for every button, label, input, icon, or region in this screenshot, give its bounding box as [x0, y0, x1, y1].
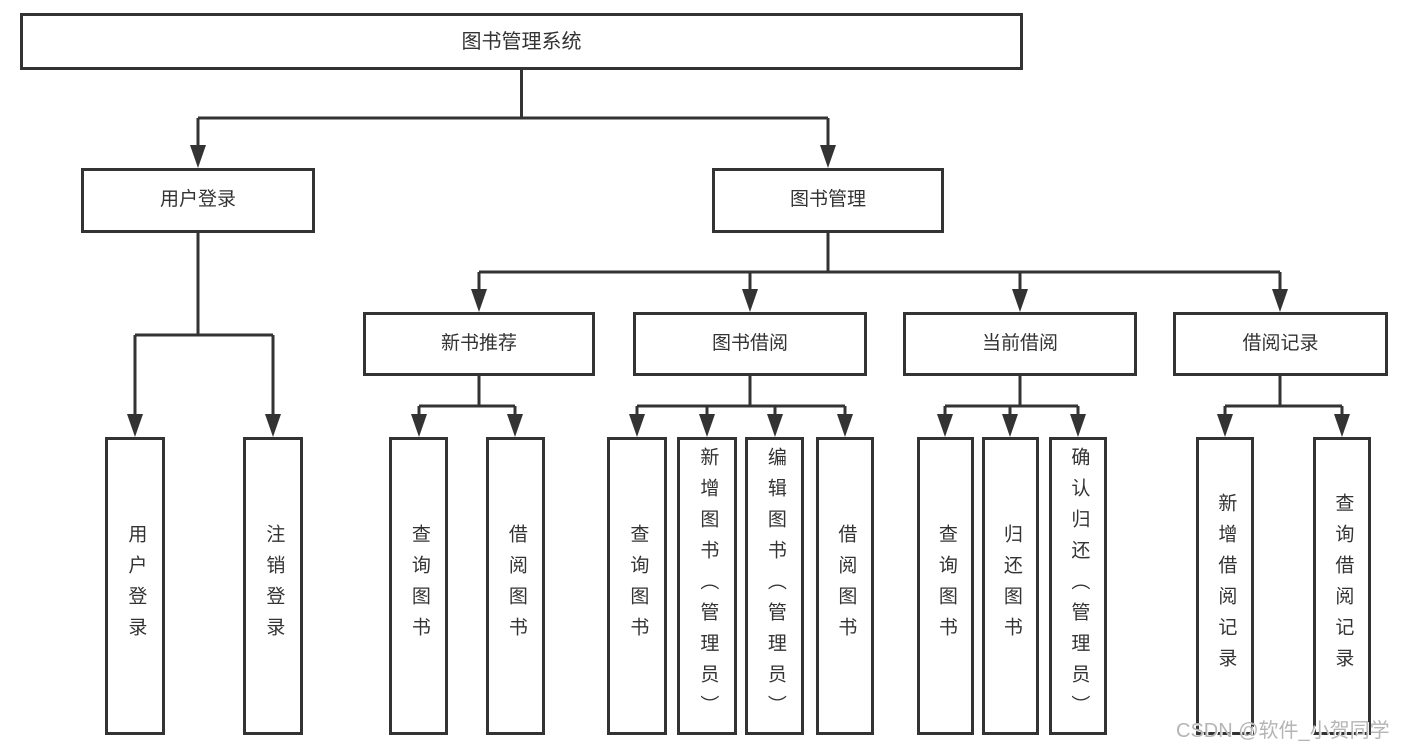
leaf-logout: 注销登录	[243, 437, 303, 735]
leaf-borrow-book-recommend: 借阅图书	[486, 437, 545, 735]
leaf-query-borrow-record: 查询借阅记录	[1313, 437, 1371, 735]
leaf-query-book-current: 查询图书	[917, 437, 974, 735]
leaf-confirm-return-admin: 确认归还（管理员）	[1049, 437, 1107, 735]
node-book-management: 图书管理	[712, 168, 944, 233]
leaf-edit-book-admin: 编辑图书（管理员）	[745, 437, 804, 735]
node-user-login-module: 用户登录	[81, 168, 315, 233]
leaf-add-borrow-record: 新增借阅记录	[1196, 437, 1254, 735]
node-borrow-records: 借阅记录	[1173, 312, 1388, 376]
leaf-return-book: 归还图书	[982, 437, 1039, 735]
node-root-system: 图书管理系统	[20, 13, 1023, 70]
leaf-query-book-borrowing: 查询图书	[607, 437, 667, 735]
leaf-user-login: 用户登录	[105, 437, 165, 735]
leaf-borrow-book: 借阅图书	[816, 437, 874, 735]
node-book-borrowing: 图书借阅	[633, 312, 867, 376]
leaf-query-book-recommend: 查询图书	[389, 437, 448, 735]
watermark: CSDN @软件_小贺同学	[1176, 720, 1390, 742]
node-current-borrowing: 当前借阅	[903, 312, 1137, 376]
node-new-book-recommend: 新书推荐	[363, 312, 595, 376]
leaf-add-book-admin: 新增图书（管理员）	[677, 437, 737, 735]
